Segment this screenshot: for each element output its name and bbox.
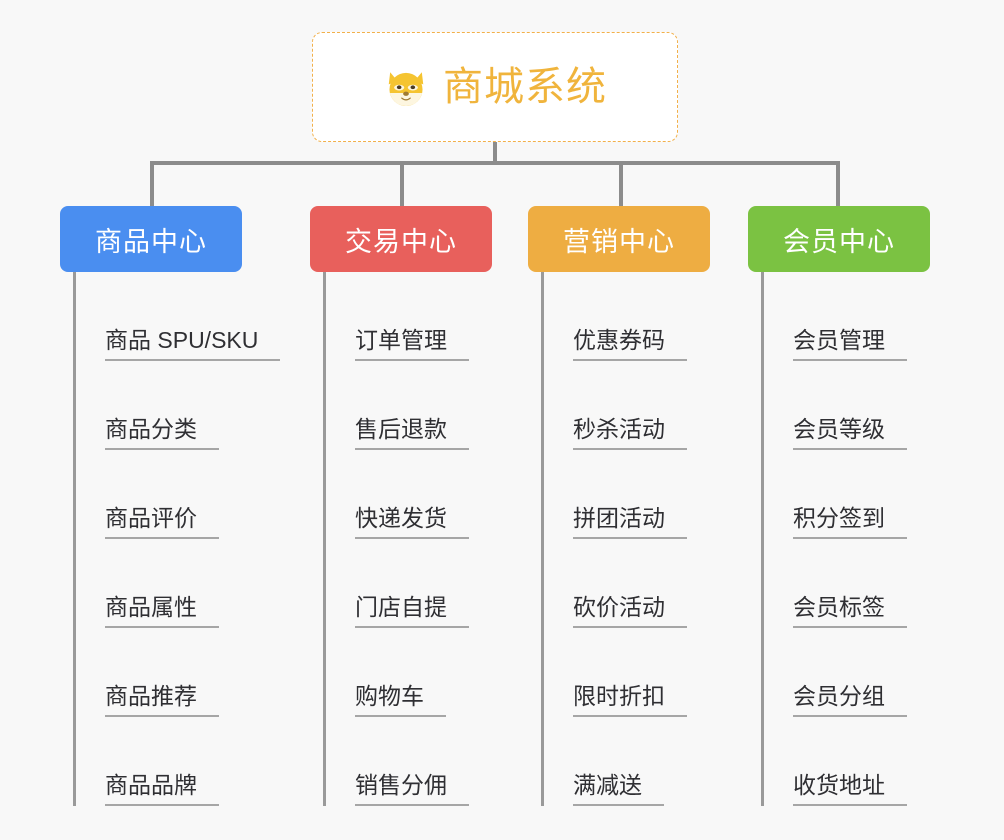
list-item-label: 订单管理	[355, 326, 447, 353]
list-item[interactable]: 优惠券码	[541, 272, 761, 361]
list-item[interactable]: 商品属性	[73, 539, 303, 628]
list-item-label: 满减送	[573, 771, 642, 798]
list-item[interactable]: 限时折扣	[541, 628, 761, 717]
column-spine-3	[541, 272, 544, 806]
column-spine-1	[73, 272, 76, 806]
list-item[interactable]: 会员标签	[761, 539, 981, 628]
list-item-underline: 会员等级	[793, 416, 907, 450]
column-spine-4	[761, 272, 764, 806]
column-items-4: 会员管理 会员等级 积分签到 会员标签 会员分组 收货地址	[761, 272, 981, 806]
list-item-label: 积分签到	[793, 504, 885, 531]
root-title: 商城系统	[443, 65, 607, 109]
column-header-label-3: 营销中心	[563, 226, 675, 257]
list-item-label: 限时折扣	[573, 682, 665, 709]
connector-drop-4	[836, 161, 840, 206]
list-item-label: 拼团活动	[573, 504, 665, 531]
list-item[interactable]: 会员管理	[761, 272, 981, 361]
list-item-underline: 商品品牌	[105, 772, 219, 806]
column-header-4[interactable]: 会员中心	[748, 206, 930, 272]
column-items-1: 商品 SPU/SKU 商品分类 商品评价 商品属性 商品推荐 商品品牌	[73, 272, 303, 806]
list-item-label: 会员管理	[793, 326, 885, 353]
list-item[interactable]: 订单管理	[323, 272, 543, 361]
list-item-underline: 商品属性	[105, 594, 219, 628]
list-item-label: 商品推荐	[105, 682, 197, 709]
list-item-label: 购物车	[355, 682, 424, 709]
root-node[interactable]: 商城系统	[312, 32, 678, 142]
list-item-underline: 售后退款	[355, 416, 469, 450]
list-item-underline: 积分签到	[793, 505, 907, 539]
connector-horizontal-bus	[150, 161, 840, 165]
column-header-1[interactable]: 商品中心	[60, 206, 242, 272]
list-item[interactable]: 砍价活动	[541, 539, 761, 628]
list-item[interactable]: 满减送	[541, 717, 761, 806]
list-item-label: 优惠券码	[573, 326, 665, 353]
column-header-label-1: 商品中心	[95, 226, 207, 257]
list-item-label: 商品评价	[105, 504, 197, 531]
list-item-underline: 商品 SPU/SKU	[105, 326, 281, 361]
list-item-underline: 会员标签	[793, 594, 907, 628]
column-header-label-4: 会员中心	[783, 226, 895, 257]
connector-drop-3	[619, 161, 623, 206]
list-item[interactable]: 商品品牌	[73, 717, 303, 806]
list-item-underline: 秒杀活动	[573, 416, 687, 450]
connector-root-stem	[493, 142, 497, 164]
list-item[interactable]: 收货地址	[761, 717, 981, 806]
list-item[interactable]: 购物车	[323, 628, 543, 717]
list-item-label: 会员分组	[793, 682, 885, 709]
list-item[interactable]: 秒杀活动	[541, 361, 761, 450]
list-item-label: 会员标签	[793, 593, 885, 620]
connector-drop-1	[150, 161, 154, 206]
list-item-label: 收货地址	[793, 771, 885, 798]
list-item[interactable]: 销售分佣	[323, 717, 543, 806]
list-item-label: 秒杀活动	[573, 415, 665, 442]
column-items-2: 订单管理 售后退款 快递发货 门店自提 购物车 销售分佣	[323, 272, 543, 806]
connector-drop-2	[400, 161, 404, 206]
list-item-underline: 快递发货	[355, 505, 469, 539]
list-item-label: 快递发货	[355, 504, 447, 531]
list-item[interactable]: 会员分组	[761, 628, 981, 717]
list-item-label: 商品分类	[105, 415, 197, 442]
list-item-underline: 限时折扣	[573, 683, 687, 717]
list-item[interactable]: 商品评价	[73, 450, 303, 539]
column-header-label-2: 交易中心	[345, 226, 457, 257]
list-item[interactable]: 商品推荐	[73, 628, 303, 717]
list-item-underline: 会员分组	[793, 683, 907, 717]
list-item-underline: 购物车	[355, 683, 446, 717]
list-item-underline: 门店自提	[355, 594, 469, 628]
column-spine-2	[323, 272, 326, 806]
list-item-label: 售后退款	[355, 415, 447, 442]
list-item-label: 商品 SPU/SKU	[105, 326, 259, 353]
list-item[interactable]: 快递发货	[323, 450, 543, 539]
list-item-underline: 砍价活动	[573, 594, 687, 628]
list-item-underline: 商品评价	[105, 505, 219, 539]
list-item[interactable]: 售后退款	[323, 361, 543, 450]
list-item-underline: 收货地址	[793, 772, 907, 806]
shiba-dog-face-icon	[388, 72, 424, 106]
list-item-underline: 销售分佣	[355, 772, 469, 806]
list-item-label: 会员等级	[793, 415, 885, 442]
list-item[interactable]: 拼团活动	[541, 450, 761, 539]
list-item-underline: 商品分类	[105, 416, 219, 450]
column-header-2[interactable]: 交易中心	[310, 206, 492, 272]
list-item-label: 商品属性	[105, 593, 197, 620]
list-item[interactable]: 商品分类	[73, 361, 303, 450]
list-item-label: 砍价活动	[573, 593, 665, 620]
list-item-underline: 会员管理	[793, 327, 907, 361]
list-item[interactable]: 积分签到	[761, 450, 981, 539]
list-item-underline: 订单管理	[355, 327, 469, 361]
list-item-underline: 拼团活动	[573, 505, 687, 539]
column-items-3: 优惠券码 秒杀活动 拼团活动 砍价活动 限时折扣 满减送	[541, 272, 761, 806]
list-item-label: 商品品牌	[105, 771, 197, 798]
list-item-underline: 商品推荐	[105, 683, 219, 717]
list-item[interactable]: 会员等级	[761, 361, 981, 450]
column-header-3[interactable]: 营销中心	[528, 206, 710, 272]
list-item[interactable]: 商品 SPU/SKU	[73, 272, 303, 361]
list-item-label: 门店自提	[355, 593, 447, 620]
list-item[interactable]: 门店自提	[323, 539, 543, 628]
list-item-label: 销售分佣	[355, 771, 447, 798]
list-item-underline: 满减送	[573, 772, 664, 806]
list-item-underline: 优惠券码	[573, 327, 687, 361]
